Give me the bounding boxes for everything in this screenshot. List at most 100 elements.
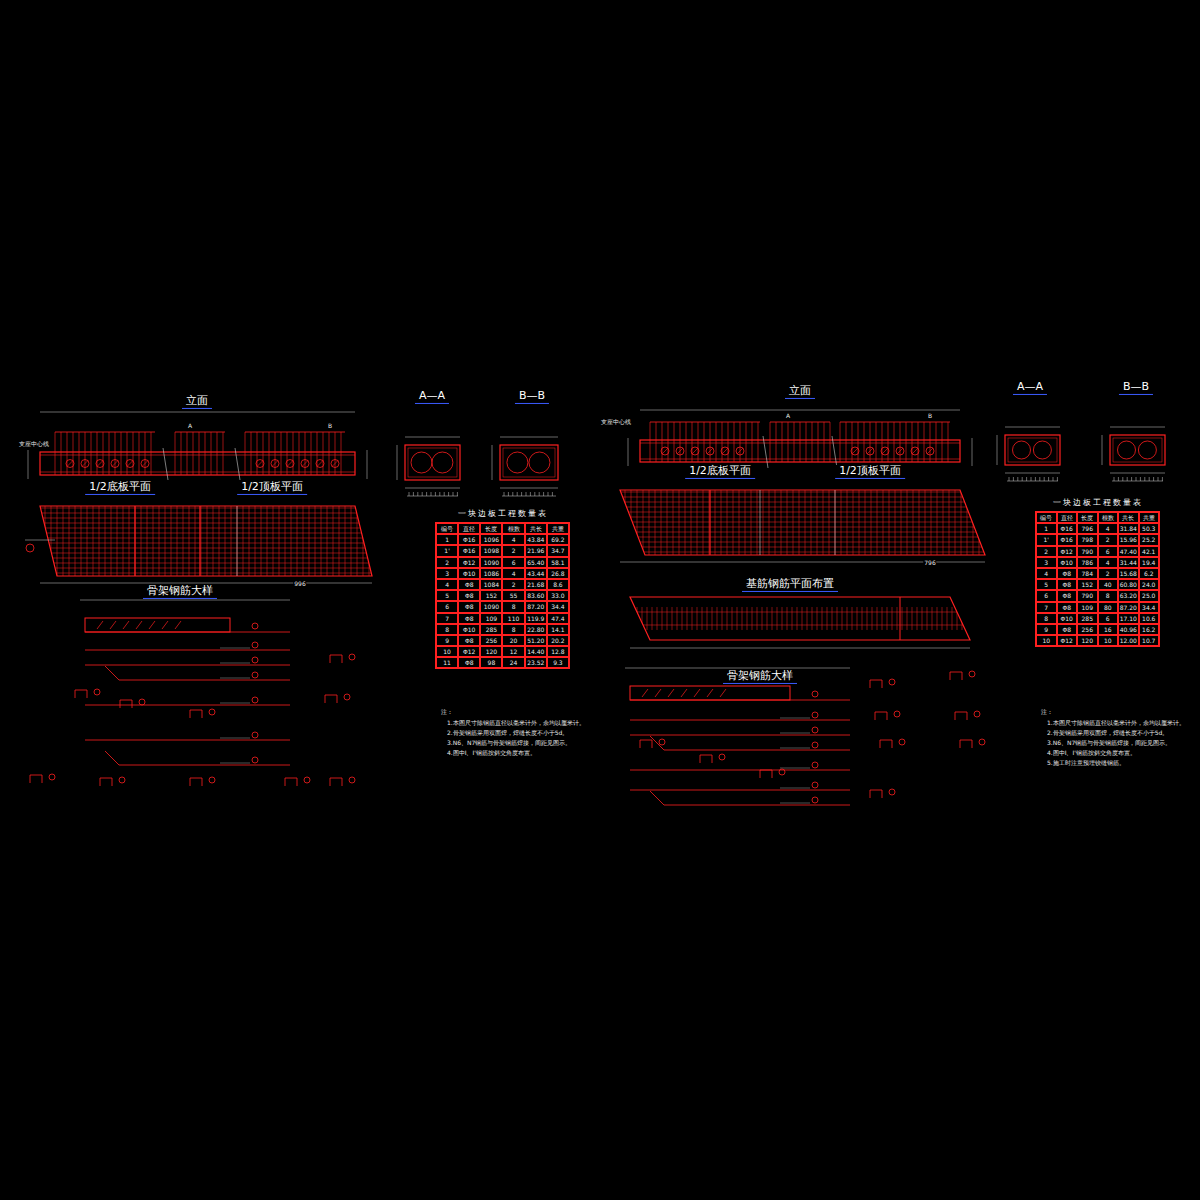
rebar-line [249, 503, 250, 581]
table-cell: Φ8 [458, 657, 480, 668]
rebar-line [697, 487, 698, 560]
rebar-line [681, 689, 687, 697]
table-cell: 共长 [525, 523, 547, 534]
rebar-line [752, 422, 753, 462]
bent-bar [960, 740, 972, 748]
rebar-line [707, 689, 713, 697]
bar-circle [271, 460, 279, 468]
rebar-line [1112, 481, 1163, 482]
rebar-line [80, 600, 290, 601]
rebar-line [73, 432, 74, 475]
table-cell: 31.44 [1118, 557, 1139, 568]
rebar-line [517, 492, 518, 496]
rebar-line [887, 607, 888, 630]
table-cell: 4 [502, 534, 524, 545]
rebar-line [781, 487, 782, 560]
rebar-line [181, 432, 182, 475]
rebar-line [807, 607, 808, 630]
rebar-line [287, 432, 288, 475]
rebar-line [321, 503, 322, 581]
rebar-line [543, 492, 544, 496]
rebar-line [163, 448, 168, 480]
table-cell: 152 [1077, 579, 1098, 590]
bent-bar [120, 700, 132, 708]
table-cell: 790 [1077, 546, 1098, 557]
table-cell: 51.20 [525, 635, 547, 646]
callout-label: B [327, 423, 333, 430]
bar-circle [141, 460, 149, 468]
table-cell: 152 [480, 590, 502, 601]
bar-circle [812, 797, 818, 803]
rebar-line [426, 492, 427, 496]
rebar-line [61, 432, 62, 475]
bar-circle [304, 777, 310, 783]
rebar-line [93, 503, 94, 581]
rebar-line [727, 487, 728, 560]
rebar-line [40, 583, 372, 584]
note-text: 支座中心线 [600, 419, 632, 426]
rebar-line [931, 487, 932, 560]
table-cell: 15.68 [1118, 568, 1139, 579]
table-cell: Φ16 [1057, 523, 1078, 534]
note-text: 注： [440, 709, 454, 716]
rebar-line [85, 665, 290, 666]
bent-bar [955, 712, 967, 720]
rebar-line [936, 422, 937, 462]
rebar-line [662, 422, 663, 462]
bar-circle [719, 754, 725, 760]
rebar-line [912, 422, 913, 462]
rebar-line [667, 487, 668, 560]
rebar-line [857, 607, 858, 630]
rebar-line [777, 607, 778, 630]
rebar-line [67, 432, 68, 475]
rebar-line [187, 432, 188, 475]
rebar-line [345, 503, 346, 581]
rebar-line [846, 422, 847, 462]
rebar-line [151, 432, 152, 475]
table-cell: 798 [1077, 534, 1098, 545]
rebar-line [677, 607, 678, 630]
table-cell: 43.84 [525, 534, 547, 545]
table-cell: 1' [436, 545, 458, 556]
rebar-line [722, 422, 723, 462]
rebar-line [199, 432, 200, 475]
rebar-line [972, 438, 973, 466]
rebar-line [650, 422, 651, 462]
rebar-line [842, 607, 843, 630]
bar-circle [344, 694, 350, 700]
rebar-line [870, 422, 871, 462]
rebar-line [237, 503, 238, 581]
rebar-line [747, 607, 748, 630]
rebar-line [28, 450, 29, 479]
rebar-line [175, 432, 176, 475]
table-cell: 34.4 [547, 601, 569, 612]
table-cell: 5 [1036, 579, 1057, 590]
table-cell: 21.68 [525, 579, 547, 590]
bar-circle [659, 739, 665, 745]
rebar-line [211, 432, 212, 475]
rebar-line [85, 650, 290, 651]
rebar-line [117, 503, 118, 581]
rebar-line [1144, 477, 1145, 481]
rebar-line [55, 432, 155, 433]
table-title: 一块边板工程数量表 [435, 508, 570, 519]
rebar-line [852, 422, 853, 462]
rebar-line [115, 432, 116, 475]
rebar-line [812, 607, 813, 630]
rebar-line [297, 503, 298, 581]
rebar-line [147, 503, 148, 581]
rebar-line [657, 607, 658, 630]
table-cell: 长度 [1077, 512, 1098, 523]
table-cell: 4 [1036, 568, 1057, 579]
rebar-line [892, 607, 893, 630]
rebar-line [780, 718, 810, 719]
rebar-line [311, 432, 312, 475]
rebar-line [85, 432, 86, 475]
bar-circle [49, 774, 55, 780]
bar-circle [812, 691, 818, 697]
rebar-line [630, 648, 970, 649]
view-title: A—A [415, 390, 449, 404]
table-cell: Φ10 [1057, 557, 1078, 568]
table-cell: Φ8 [1057, 579, 1078, 590]
rebar-line [127, 432, 128, 475]
